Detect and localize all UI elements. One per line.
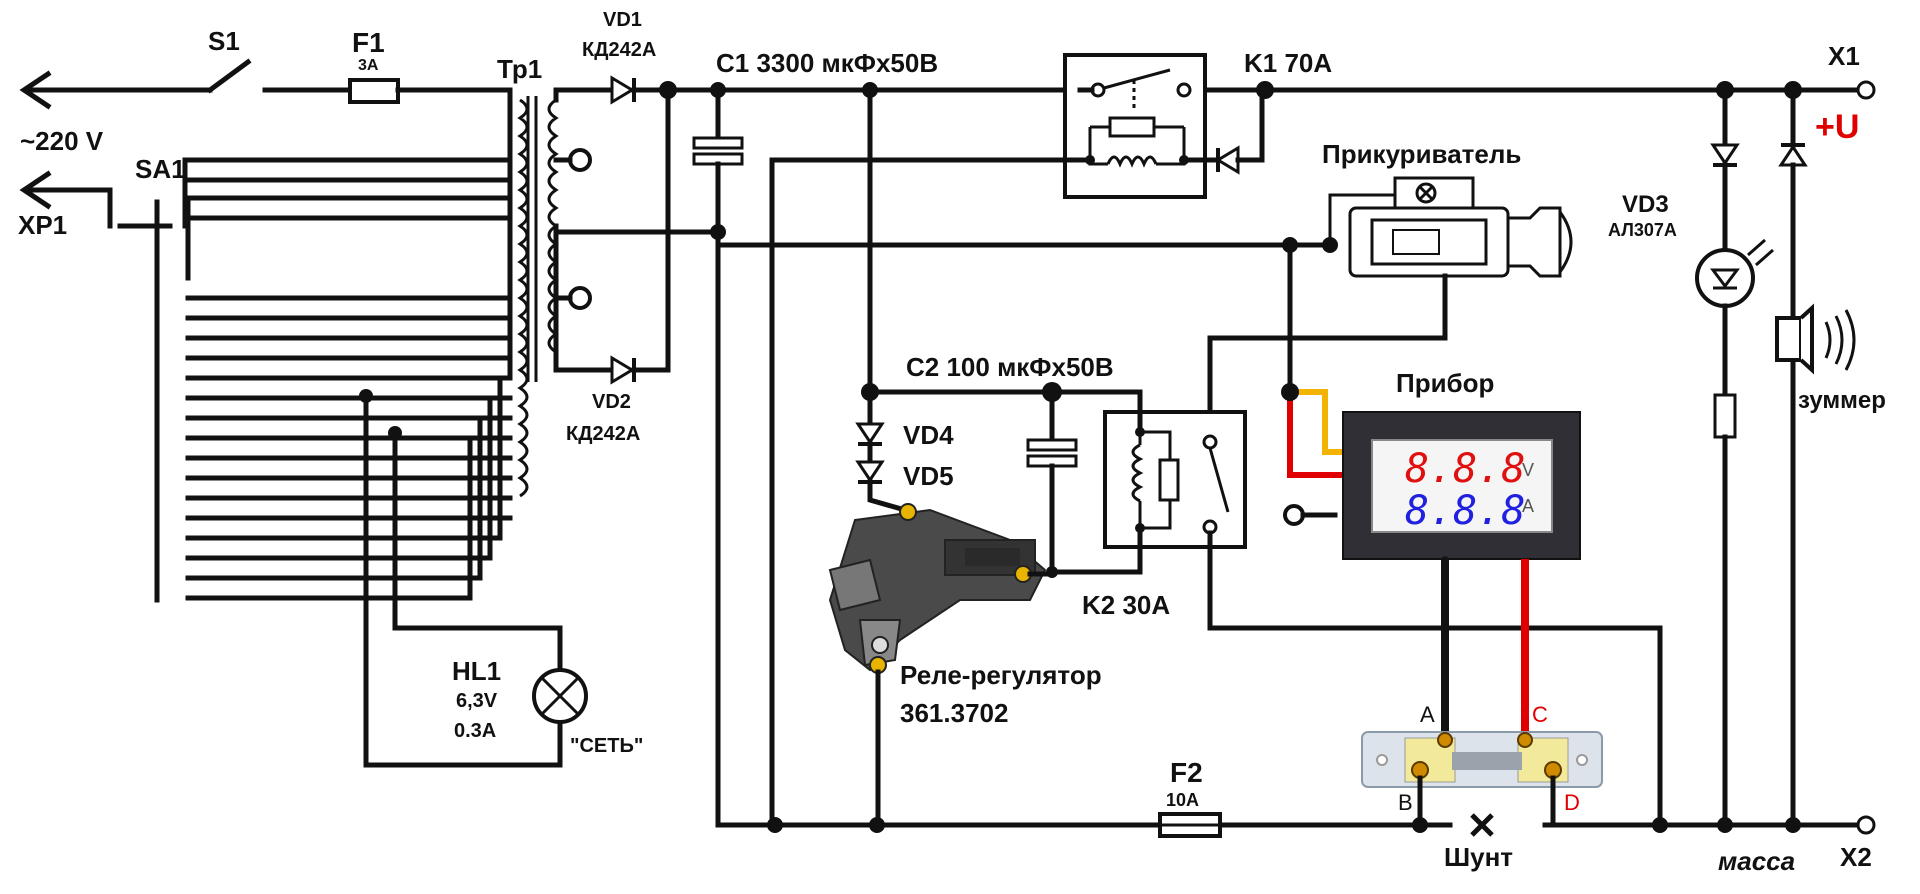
s1-switch: [206, 58, 252, 94]
x2-label: X2: [1840, 842, 1872, 872]
shunt-label: Шунт: [1444, 842, 1513, 872]
lighter-label: Прикуриватель: [1322, 139, 1521, 169]
meter-volt-digits: 8.8.8: [1405, 446, 1525, 492]
vd1-diode: [597, 75, 671, 105]
vd4-label: VD4: [903, 420, 954, 450]
buzzer: [1775, 316, 1803, 362]
c1-capacitor: [692, 87, 744, 828]
lighter-socket: [715, 176, 1573, 423]
k1-wiring: [769, 87, 1265, 828]
x1-terminal: [1856, 80, 1876, 100]
vd3-type-label: АЛ307А: [1608, 220, 1677, 240]
f1-label: F1: [352, 27, 385, 58]
voltage-regulator: [828, 503, 1055, 828]
f2-rating-label: 10A: [1166, 790, 1199, 810]
shunt-terminal-d-label: D: [1564, 790, 1580, 815]
ground-label: масса: [1718, 846, 1795, 876]
meter-amp-unit: A: [1522, 496, 1534, 516]
vd1-label: VD1: [603, 9, 642, 31]
xp1-label: XP1: [18, 210, 67, 240]
c2-label: C2 100 мкФх50В: [906, 352, 1114, 382]
sa1-tap-wires: [182, 149, 563, 768]
f2-fuse: [1158, 812, 1222, 838]
plus-u-label: +U: [1815, 108, 1859, 146]
shunt-terminal-a-label: A: [1420, 702, 1435, 727]
x2-terminal: [1856, 815, 1876, 835]
c2-branch: [861, 87, 1143, 578]
buzzer-label: зуммер: [1798, 387, 1886, 414]
sa1-label: SA1: [135, 154, 186, 184]
ground-rail: [715, 815, 1876, 835]
network-label: "СЕТЬ": [570, 735, 643, 757]
c1-label: C1 3300 мкФх50В: [716, 48, 938, 78]
meter-volt-unit: V: [1522, 460, 1534, 480]
vd5-label: VD5: [903, 461, 954, 491]
positive-rail: [665, 80, 1876, 100]
regulator-label: Реле-регулятор: [900, 660, 1102, 690]
regulator-model-label: 361.3702: [900, 698, 1008, 728]
vd1-type-label: КД242А: [582, 39, 656, 61]
vd2-type-label: КД242А: [566, 423, 640, 445]
current-shunt: [1361, 731, 1603, 837]
vd3-label: VD3: [1622, 191, 1669, 218]
mains-label: ~220 V: [20, 126, 104, 156]
k2-label: K2 30A: [1082, 590, 1170, 620]
f1-fuse: [348, 78, 400, 104]
c2-capacitor: [1026, 438, 1078, 452]
vd2-label: VD2: [592, 391, 631, 413]
panel-meter: [1281, 383, 1581, 738]
hl1-current-label: 0.3A: [454, 720, 496, 742]
hl1-label: HL1: [452, 656, 501, 686]
f1-rating-label: 3A: [358, 57, 379, 74]
k1-relay: [1063, 53, 1207, 199]
tr1-label: Тр1: [497, 54, 542, 84]
hl1-lamp: [532, 668, 588, 724]
vd2-diode: [597, 87, 671, 385]
f2-label: F2: [1170, 757, 1203, 788]
vd4-vd5-diodes: [855, 389, 909, 514]
hl1-voltage-label: 6,3V: [456, 690, 498, 712]
right-indicator-branch: [1695, 87, 1856, 828]
s1-label: S1: [208, 26, 240, 56]
tr1-transformer: [517, 87, 721, 498]
x1-label: X1: [1828, 41, 1860, 71]
k2-relay: [1103, 389, 1663, 828]
meter-label: Прибор: [1396, 368, 1494, 398]
shunt-terminal-b-label: B: [1398, 790, 1413, 815]
mains-input: [19, 58, 513, 603]
meter-amp-digits: 8.8.8: [1405, 488, 1525, 534]
k1-label: K1 70A: [1244, 48, 1332, 78]
shunt-terminal-c-label: C: [1532, 702, 1548, 727]
